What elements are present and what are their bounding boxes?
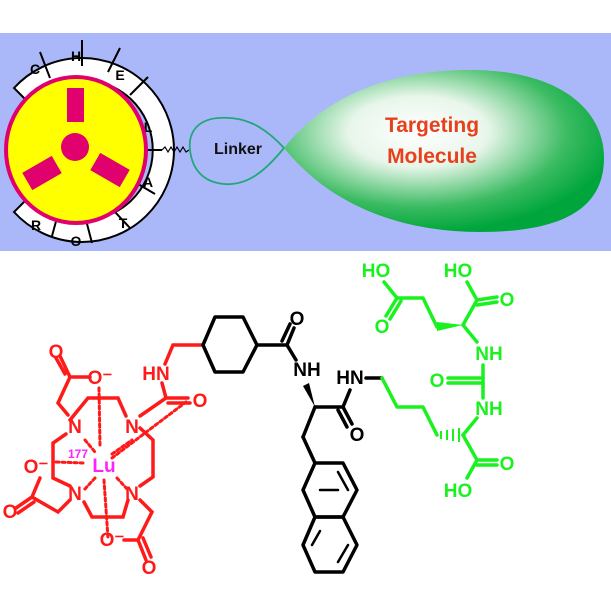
chelator-letter: A xyxy=(143,174,153,190)
core-dot xyxy=(61,133,89,161)
atom-label: HO xyxy=(444,481,473,502)
atom-label: O xyxy=(430,371,445,392)
wavy-bond-icon xyxy=(161,145,190,154)
concept-panel: C H E L A T O R Linker Targeting Molecul… xyxy=(0,33,611,251)
atom-label: O⁻ xyxy=(100,530,125,551)
binding-motif-structure xyxy=(380,280,499,480)
chelator-letter: O xyxy=(71,233,82,249)
atom-label: O xyxy=(193,391,208,412)
atom-label: O xyxy=(500,290,515,311)
targeting-label-line2: Molecule xyxy=(387,145,477,168)
targeting-molecule-shape xyxy=(284,70,604,232)
stereo-hash xyxy=(440,428,460,442)
atom-label: O⁻ xyxy=(88,368,113,389)
atom-label: HN xyxy=(336,368,363,389)
atom-label: O⁻ xyxy=(24,457,49,478)
atom-label: O xyxy=(142,558,157,579)
chelator-letter: C xyxy=(30,61,40,77)
chelator-letter: R xyxy=(31,217,41,233)
isotope-label: 177 xyxy=(68,447,88,461)
atom-label: O xyxy=(3,502,18,523)
chelator-letter: H xyxy=(71,48,81,64)
stereo-wedge xyxy=(303,383,315,407)
atom-label: N xyxy=(68,484,82,505)
atom-label: NH xyxy=(475,344,502,365)
chelator-letter: T xyxy=(119,215,128,231)
atom-label: NH xyxy=(475,399,502,420)
chelator-letter: L xyxy=(144,119,153,135)
stereo-wedge xyxy=(437,322,463,331)
linker-structure xyxy=(201,315,384,574)
atom-label: N xyxy=(125,417,139,438)
atom-label: O xyxy=(350,425,365,446)
linker-label: Linker xyxy=(214,141,262,158)
atom-label: N xyxy=(125,484,139,505)
trefoil-blade xyxy=(67,88,84,122)
atom-label: NH xyxy=(293,360,320,381)
metal-label: Lu xyxy=(92,456,115,477)
atom-label: HO xyxy=(444,261,473,282)
chelator-structure xyxy=(14,343,205,562)
atom-label: O xyxy=(375,317,390,338)
atom-label: O xyxy=(290,309,305,330)
atom-label: O xyxy=(500,454,515,475)
atom-label: HN xyxy=(142,364,169,385)
chelator-letter: E xyxy=(115,67,124,83)
atom-label: N xyxy=(68,417,82,438)
radionuclide-core xyxy=(4,75,148,225)
atom-label: HO xyxy=(362,261,391,282)
linker-shape xyxy=(188,116,286,185)
targeting-label-line1: Targeting xyxy=(385,114,479,137)
trefoil-blade xyxy=(22,155,62,191)
trefoil-blade xyxy=(90,152,130,188)
atom-label: O xyxy=(49,342,64,363)
